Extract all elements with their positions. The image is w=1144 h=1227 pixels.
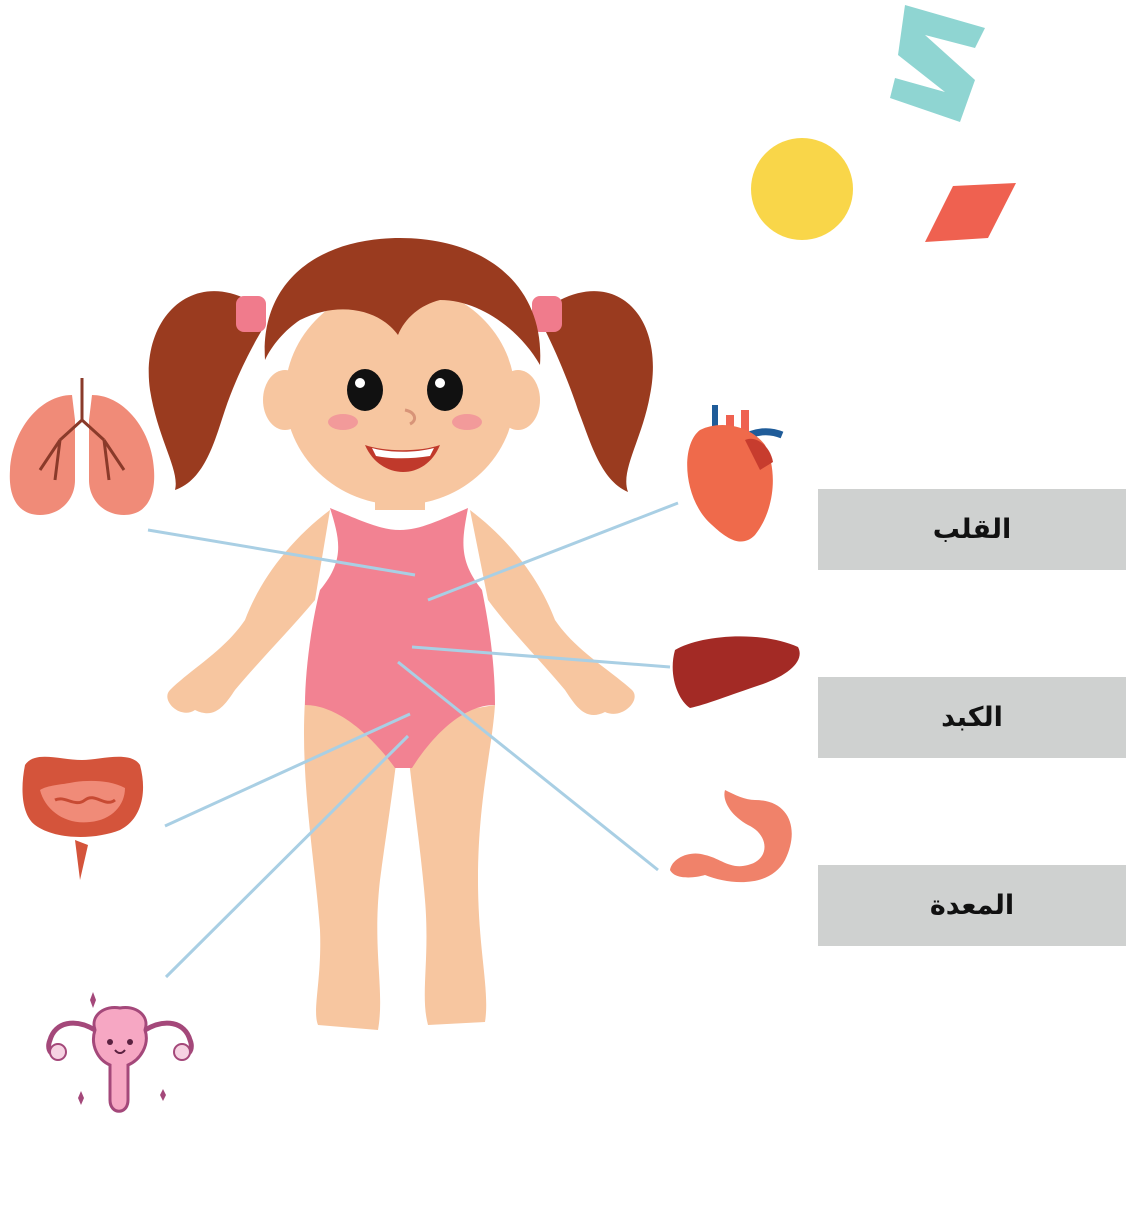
uterus-icon xyxy=(49,992,192,1111)
stomach-icon xyxy=(670,790,792,882)
label-liver[interactable]: الكبد xyxy=(818,677,1126,758)
lungs-icon xyxy=(10,378,154,515)
left-cheek xyxy=(328,414,358,430)
label-heart[interactable]: القلب xyxy=(818,489,1126,570)
left-arm xyxy=(167,510,330,713)
heart-icon xyxy=(687,405,782,542)
decorative-shapes xyxy=(751,5,1016,242)
girl-figure xyxy=(149,238,653,1030)
left-eye xyxy=(347,369,383,411)
left-hair-tie xyxy=(236,296,266,332)
right-arm xyxy=(470,510,635,715)
liver-icon xyxy=(673,636,800,708)
red-parallelogram xyxy=(925,183,1016,242)
right-eye xyxy=(427,369,463,411)
intestines-icon xyxy=(22,757,143,880)
label-stomach[interactable]: المعدة xyxy=(818,865,1126,946)
teal-s-shape xyxy=(890,5,985,122)
yellow-circle xyxy=(751,138,853,240)
left-eye-shine xyxy=(355,378,365,388)
right-cheek xyxy=(452,414,482,430)
right-eye-shine xyxy=(435,378,445,388)
